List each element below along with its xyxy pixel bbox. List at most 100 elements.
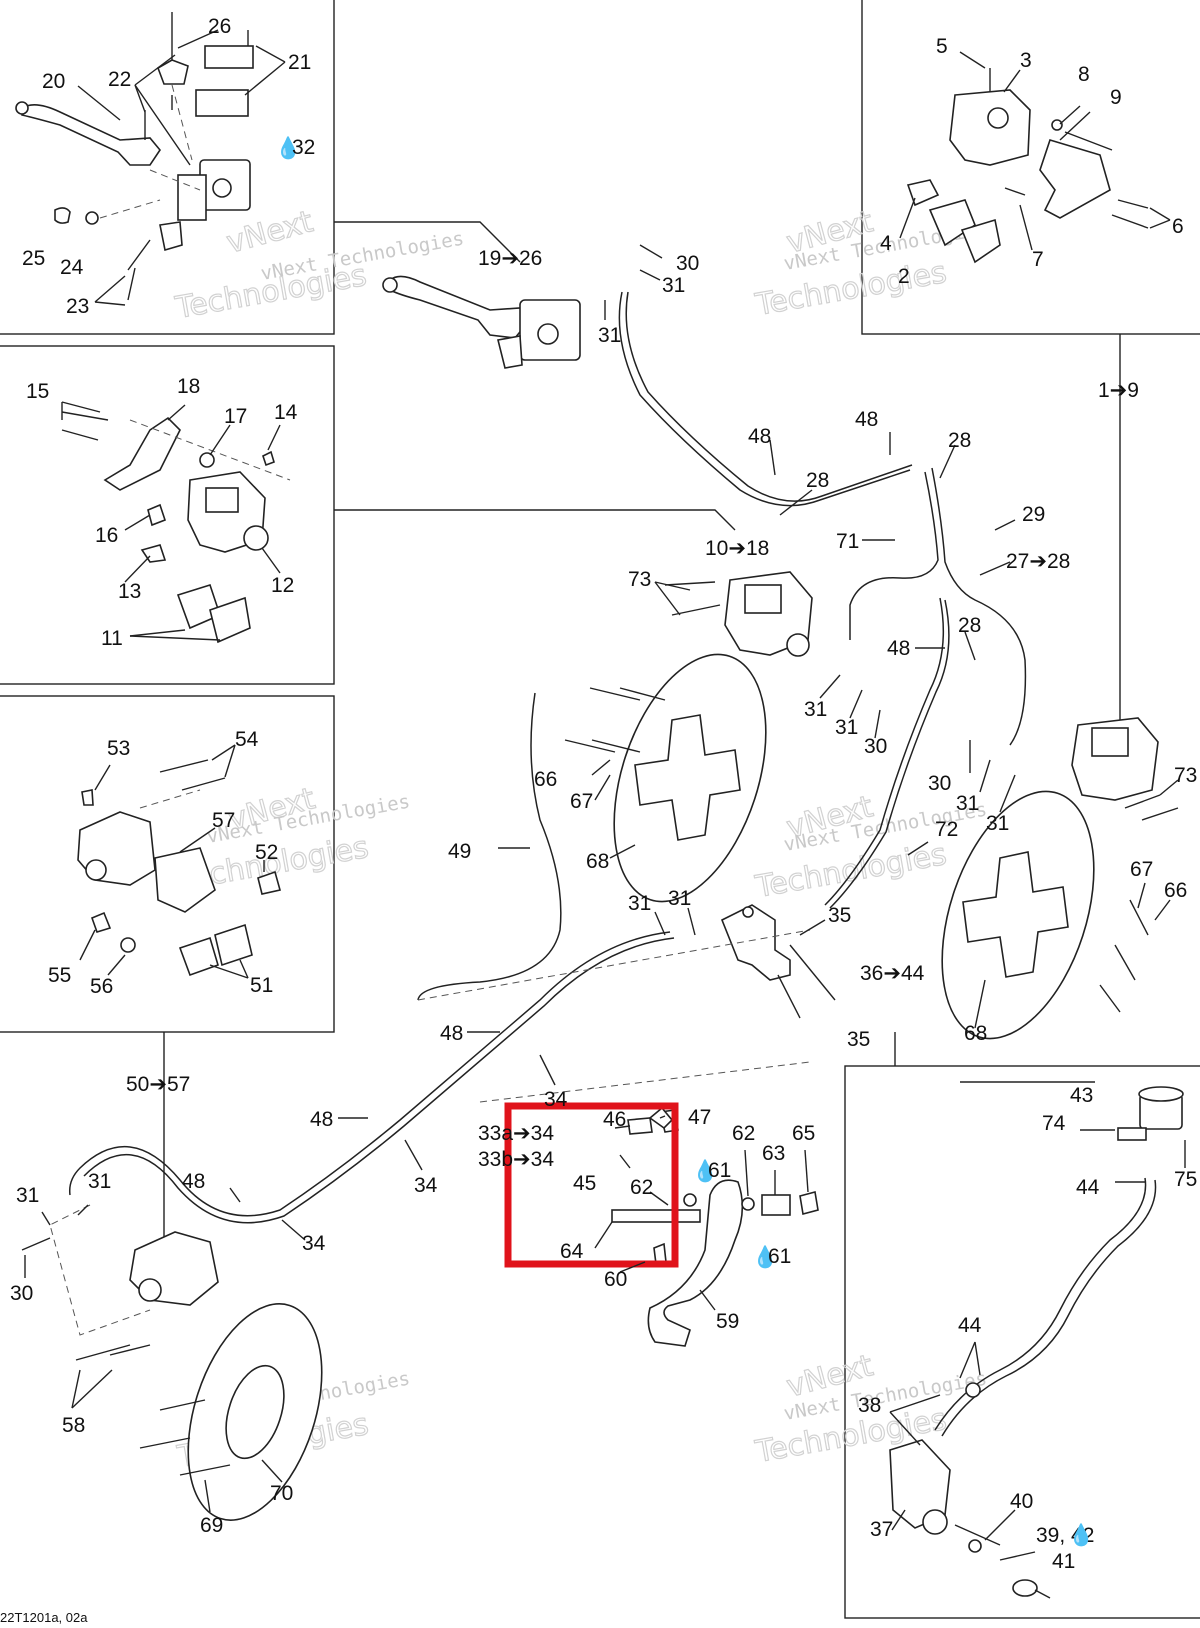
callout-54: 54 <box>235 728 259 751</box>
inset-front-master-cylinder <box>0 0 335 335</box>
callout-30: 30 <box>864 735 887 758</box>
washer <box>683 1193 697 1207</box>
callout-53: 53 <box>107 737 130 760</box>
callout-66: 66 <box>1164 879 1187 902</box>
brake-discs <box>187 653 1095 1521</box>
brake-pad-part <box>960 218 1001 264</box>
slide-pin-part <box>90 911 112 933</box>
callout-47: 47 <box>688 1106 711 1129</box>
fluid-drop-icon: 💧 <box>692 1158 718 1183</box>
callout-1-9: 1➔9 <box>1098 379 1139 402</box>
reservoir-port <box>212 178 232 198</box>
callout-10-18: 10➔18 <box>705 537 769 560</box>
callout-13: 13 <box>118 580 141 603</box>
callout-28: 28 <box>806 469 829 492</box>
callout-31: 31 <box>668 887 691 910</box>
callout-21: 21 <box>288 51 311 74</box>
hose-clamp <box>965 1382 981 1398</box>
callout-52: 52 <box>255 841 278 864</box>
pad-spring-part <box>906 179 940 207</box>
caliper-bracket-part <box>154 847 216 913</box>
inset-front-left-caliper <box>0 345 335 685</box>
callout-45: 45 <box>573 1172 596 1195</box>
diaphragm-part <box>195 89 249 117</box>
brake-pad-part <box>214 923 253 967</box>
callout-24: 24 <box>60 256 84 279</box>
callout-64: 64 <box>560 1240 584 1263</box>
callout-48: 48 <box>310 1108 333 1131</box>
callout-34: 34 <box>302 1232 326 1255</box>
inset-rear-caliper <box>0 695 335 1033</box>
inset-front-right-caliper <box>861 0 1200 335</box>
callout-48: 48 <box>182 1170 205 1193</box>
callout-31: 31 <box>88 1170 111 1193</box>
reservoir-cap <box>1138 1086 1184 1102</box>
brake-pedal-part <box>647 1179 744 1347</box>
callout-38: 38 <box>858 1394 881 1417</box>
caliper-piston <box>85 859 107 881</box>
callout-50-57: 50➔57 <box>126 1073 190 1096</box>
bushing-part <box>147 503 167 527</box>
brake-pad-part <box>928 199 976 247</box>
callout-3: 3 <box>1020 49 1032 72</box>
callout-40: 40 <box>1010 1490 1033 1513</box>
reservoir-cover-part <box>204 45 254 69</box>
callout-31: 31 <box>628 892 651 915</box>
brake-lever-part <box>389 275 529 339</box>
watermark: vNext <box>223 204 317 261</box>
push-rod-boot-part <box>1012 1579 1038 1597</box>
callout-31: 31 <box>16 1184 39 1207</box>
callout-68: 68 <box>586 850 609 873</box>
callout-48: 48 <box>748 425 771 448</box>
callout-35: 35 <box>828 904 851 927</box>
pad-spring-part <box>257 870 281 895</box>
callout-69: 69 <box>200 1514 223 1537</box>
callout-28: 28 <box>948 429 971 452</box>
callout-41: 41 <box>1052 1550 1075 1573</box>
callout-46: 46 <box>603 1108 626 1131</box>
callout-7: 7 <box>1032 248 1044 271</box>
callout-35: 35 <box>847 1028 870 1051</box>
callout-33b-34: 33b➔34 <box>478 1148 554 1171</box>
callout-31: 31 <box>835 716 858 739</box>
callout-67: 67 <box>1130 858 1153 881</box>
caliper-bracket-part <box>103 416 181 491</box>
callout-25: 25 <box>22 247 45 270</box>
bushing <box>120 937 136 953</box>
callout-56: 56 <box>90 975 113 998</box>
callout-4: 4 <box>880 232 892 255</box>
fitting <box>742 906 754 918</box>
callout-73: 73 <box>628 568 651 591</box>
reservoir-bracket-part <box>1117 1127 1147 1141</box>
callout-5: 5 <box>936 35 948 58</box>
brake-pedal-assembly <box>611 1106 819 1347</box>
callout-62: 62 <box>630 1176 653 1199</box>
leader-lines <box>24 29 1186 1599</box>
callout-61: 61 <box>708 1159 731 1182</box>
callout-31: 31 <box>956 792 979 815</box>
callout-75: 75 <box>1174 1168 1197 1191</box>
disc-hub <box>225 1364 285 1460</box>
callout-71: 71 <box>836 530 859 553</box>
callout-2: 2 <box>898 265 910 288</box>
reservoir-port <box>537 323 559 345</box>
callout-11: 11 <box>101 627 123 650</box>
brake-pad-part <box>178 936 219 977</box>
pedal-bolt-part <box>611 1209 701 1223</box>
callout-28: 28 <box>958 614 981 637</box>
caliper-window <box>1091 727 1129 757</box>
clamp-part <box>497 335 523 369</box>
cylinder-bore <box>922 1509 948 1535</box>
callout-8: 8 <box>1078 63 1090 86</box>
callout-31: 31 <box>986 812 1009 835</box>
callout-44: 44 <box>1076 1176 1100 1199</box>
disc-hub-pattern <box>962 851 1069 978</box>
callout-17: 17 <box>224 405 247 428</box>
disc-hub-pattern <box>634 714 741 841</box>
callout-59: 59 <box>716 1310 739 1333</box>
caliper-piston <box>243 525 269 551</box>
callout-16: 16 <box>95 524 118 547</box>
callout-39-42: 39, 42 <box>1036 1524 1094 1547</box>
